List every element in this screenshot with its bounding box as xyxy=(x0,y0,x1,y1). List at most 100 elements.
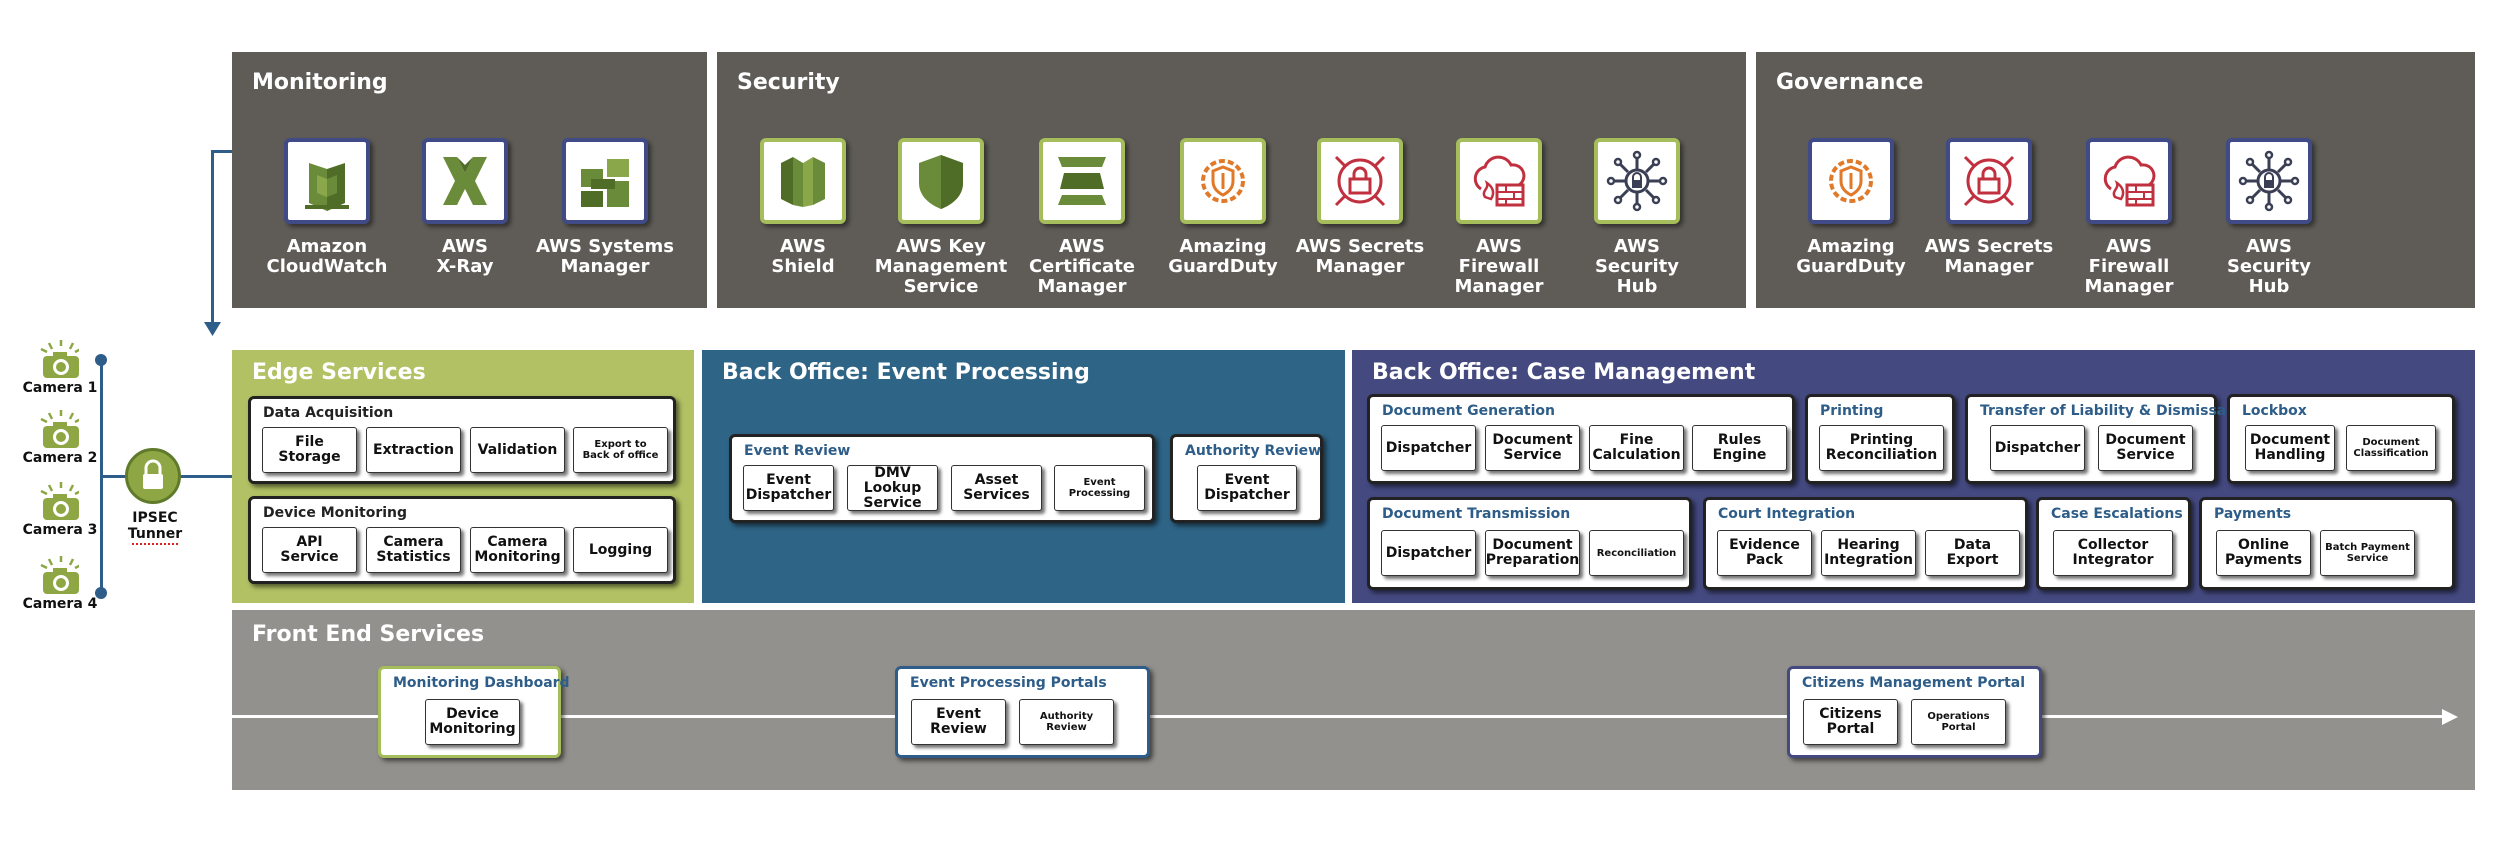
device-monitoring-group-title: Device Monitoring xyxy=(263,505,408,521)
security-title: Security xyxy=(737,70,840,95)
data-acquisition-group-title: Data Acquisition xyxy=(263,405,394,421)
transfer-liability-group-card-0: Dispatcher xyxy=(1990,425,2085,471)
device-monitoring-group-card-3: Logging xyxy=(573,527,668,573)
transfer-liability-group-title: Transfer of Liability & Dismissals xyxy=(1980,403,2240,419)
data-acquisition-group-card-0: File Storage xyxy=(262,427,357,473)
monitoring-connector-vertical xyxy=(211,150,214,330)
event-review-group-card-0: Event Dispatcher xyxy=(743,465,834,511)
service-label: AWS Systems Manager xyxy=(536,236,674,277)
edge-services-title: Edge Services xyxy=(252,360,426,385)
service-label: AWS Security Hub xyxy=(1594,236,1680,297)
data-acquisition-group-card-1: Extraction xyxy=(366,427,461,473)
front-end-flow-arrow xyxy=(2442,709,2458,725)
event-processing-title: Back Office: Event Processing xyxy=(722,360,1090,385)
data-acquisition-group-card-2: Validation xyxy=(470,427,565,473)
device-monitoring-group-card-1: Camera Statistics xyxy=(366,527,461,573)
document-transmission-group-card-1: Document Preparation xyxy=(1485,530,1580,576)
xray-icon xyxy=(422,138,508,224)
citizens-portal-group-card-0: Citizens Portal xyxy=(1803,699,1898,745)
ipsec-label: IPSEC Tunner xyxy=(127,510,183,542)
service-label: Amazing GuardDuty xyxy=(1796,236,1906,277)
event-portals-group-card-1: Authority Review xyxy=(1019,699,1114,745)
service-label: AWS Key Management Service xyxy=(874,236,1008,297)
security-hub-icon xyxy=(1594,138,1680,224)
court-integration-group-card-0: Evidence Pack xyxy=(1717,530,1812,576)
camera-label: Camera 4 xyxy=(22,596,98,612)
document-generation-group-card-1: Document Service xyxy=(1485,425,1580,471)
lockbox-group-title: Lockbox xyxy=(2242,403,2307,419)
printing-group-title: Printing xyxy=(1820,403,1884,419)
payments-group-card-0: Online Payments xyxy=(2216,530,2311,576)
document-generation-group-card-3: Rules Engine xyxy=(1692,425,1787,471)
camera-label: Camera 1 xyxy=(22,380,98,396)
court-integration-group-card-2: Data Export xyxy=(1925,530,2020,576)
shield-icon xyxy=(760,138,846,224)
service-label: AWS Secrets Manager xyxy=(1295,236,1425,277)
systems-manager-icon xyxy=(562,138,648,224)
camera-label: Camera 2 xyxy=(22,450,98,466)
lock-icon xyxy=(143,459,163,489)
document-generation-group-card-2: Fine Calculation xyxy=(1589,425,1684,471)
ipsec-connector-left xyxy=(100,475,130,478)
event-portals-group-title: Event Processing Portals xyxy=(910,675,1107,691)
document-transmission-group-card-0: Dispatcher xyxy=(1381,530,1476,576)
payments-group-card-1: Batch Payment Service xyxy=(2320,530,2415,576)
ipsec-connector-right xyxy=(178,475,233,478)
security-hub-icon xyxy=(2226,138,2312,224)
court-integration-group-card-1: Hearing Integration xyxy=(1821,530,1916,576)
case-escalations-group-title: Case Escalations xyxy=(2051,506,2183,522)
event-portals-group-card-0: Event Review xyxy=(911,699,1006,745)
event-review-group-card-2: Asset Services xyxy=(951,465,1042,511)
certificate-manager-icon xyxy=(1039,138,1125,224)
lockbox-group-card-1: Document Classification xyxy=(2346,425,2436,471)
camera-icon xyxy=(40,340,79,378)
front-end-panel: Front End Services xyxy=(232,610,2475,790)
citizens-portal-group-title: Citizens Management Portal xyxy=(1802,675,2026,691)
monitoring-connector-arrow xyxy=(204,322,221,336)
lockbox-group-card-0: Document Handling xyxy=(2245,425,2335,471)
printing-group-card-0: Printing Reconciliation xyxy=(1819,425,1944,471)
case-management-title: Back Office: Case Management xyxy=(1372,360,1756,385)
document-generation-group-title: Document Generation xyxy=(1382,403,1555,419)
firewall-manager-icon xyxy=(1456,138,1542,224)
guardduty-icon xyxy=(1180,138,1266,224)
monitoring-dashboard-group-title: Monitoring Dashboard xyxy=(393,675,570,691)
monitoring-connector-horizontal xyxy=(211,150,233,153)
event-review-group-title: Event Review xyxy=(744,443,851,459)
service-label: AWS Firewall Manager xyxy=(2084,236,2174,297)
guardduty-icon xyxy=(1808,138,1894,224)
camera-label: Camera 3 xyxy=(22,522,98,538)
front-end-title: Front End Services xyxy=(252,622,485,647)
kms-icon xyxy=(898,138,984,224)
secrets-manager-icon xyxy=(1317,138,1403,224)
camera-bus-dot-top xyxy=(95,354,107,366)
document-transmission-group-card-2: Reconciliation xyxy=(1589,530,1684,576)
camera-icon xyxy=(40,410,79,448)
service-label: AWS Shield xyxy=(771,236,835,277)
authority-review-group-card-0: Event Dispatcher xyxy=(1197,465,1297,511)
document-generation-group-card-0: Dispatcher xyxy=(1381,425,1476,471)
device-monitoring-group-card-0: API Service xyxy=(262,527,357,573)
governance-title: Governance xyxy=(1776,70,1924,95)
service-label: AWS Firewall Manager xyxy=(1454,236,1544,297)
camera-icon xyxy=(40,556,79,594)
court-integration-group-title: Court Integration xyxy=(1718,506,1856,522)
citizens-portal-group-card-1: Operations Portal xyxy=(1911,699,2006,745)
secrets-manager-icon xyxy=(1946,138,2032,224)
ipsec-spell-underline xyxy=(132,541,178,545)
service-label: AWS X-Ray xyxy=(436,236,494,277)
firewall-manager-icon xyxy=(2086,138,2172,224)
service-label: Amazon CloudWatch xyxy=(266,236,388,277)
camera-icon xyxy=(40,482,79,520)
security-panel: Security AWS Shield AWS Key Management Se… xyxy=(717,52,1746,308)
